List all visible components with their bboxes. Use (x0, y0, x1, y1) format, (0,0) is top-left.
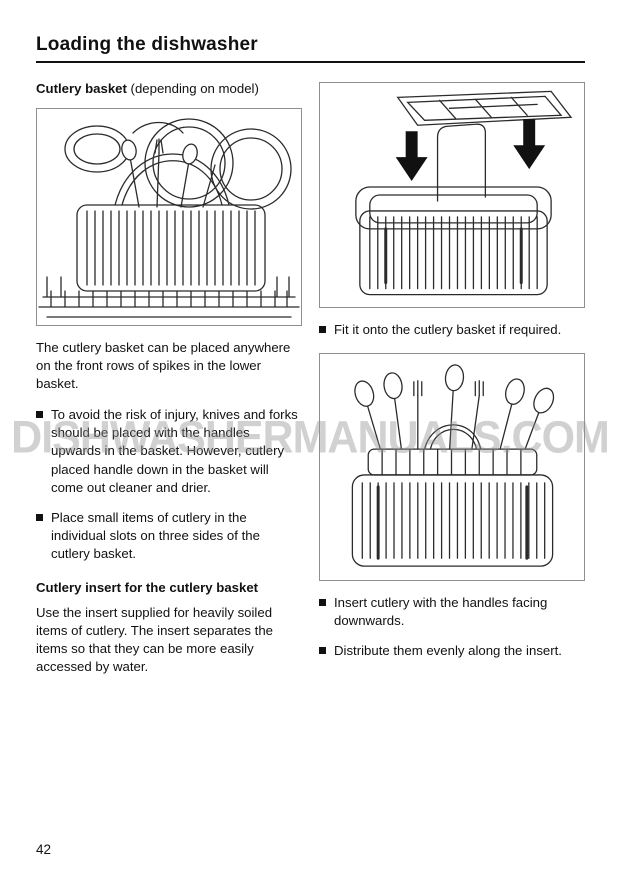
title-divider (36, 61, 585, 63)
bullet-handles-down: Insert cutlery with the handles facing d… (319, 594, 585, 630)
bullet-square-icon (36, 411, 43, 419)
bullet-square-icon (36, 513, 43, 521)
section-heading-bold: Cutlery basket (36, 81, 127, 96)
bullet-square-icon (319, 326, 326, 333)
section-heading-cutlery-insert: Cutlery insert for the cutlery basket (36, 579, 259, 595)
cutlery-basket-illustration (38, 118, 300, 318)
figure-cutlery-basket-in-rack (36, 108, 302, 327)
loaded-insert-illustration (351, 364, 555, 567)
section-heading-suffix: (depending on model) (126, 81, 259, 96)
bullet-knives-handles: To avoid the risk of injury, knives and … (36, 406, 302, 496)
bullet-distribute-evenly: Distribute them evenly along the insert. (319, 642, 585, 660)
page-number: 42 (36, 842, 52, 857)
bullet-text: To avoid the risk of injury, knives and … (51, 407, 298, 495)
bullet-text: Distribute them evenly along the insert. (334, 643, 562, 659)
bullet-small-items: Place small items of cutlery in the indi… (36, 509, 302, 563)
bullet-fit-insert: Fit it onto the cutlery basket if requir… (319, 321, 585, 339)
page-title: Loading the dishwasher (36, 34, 258, 55)
paragraph-basket-placement: The cutlery basket can be placed anywher… (36, 340, 291, 392)
bullet-square-icon (319, 599, 326, 607)
down-arrow-icons (395, 119, 546, 182)
section-heading-cutlery-basket: Cutlery basket (depending on model) (36, 80, 302, 98)
bullet-square-icon (319, 647, 326, 655)
right-column: Fit it onto the cutlery basket if requir… (319, 82, 585, 672)
bullet-text: Place small items of cutlery in the indi… (51, 509, 260, 561)
figure-insert-loaded (319, 353, 585, 582)
paragraph-insert-usage: Use the insert supplied for heavily soil… (36, 605, 273, 675)
insert-fitting-illustration (355, 90, 573, 296)
bullet-text: Fit it onto the cutlery basket if requir… (334, 322, 562, 337)
left-column: Cutlery basket (depending on model) (36, 80, 302, 689)
figure-insert-fitting (319, 82, 585, 308)
bullet-text: Insert cutlery with the handles facing d… (334, 595, 548, 629)
